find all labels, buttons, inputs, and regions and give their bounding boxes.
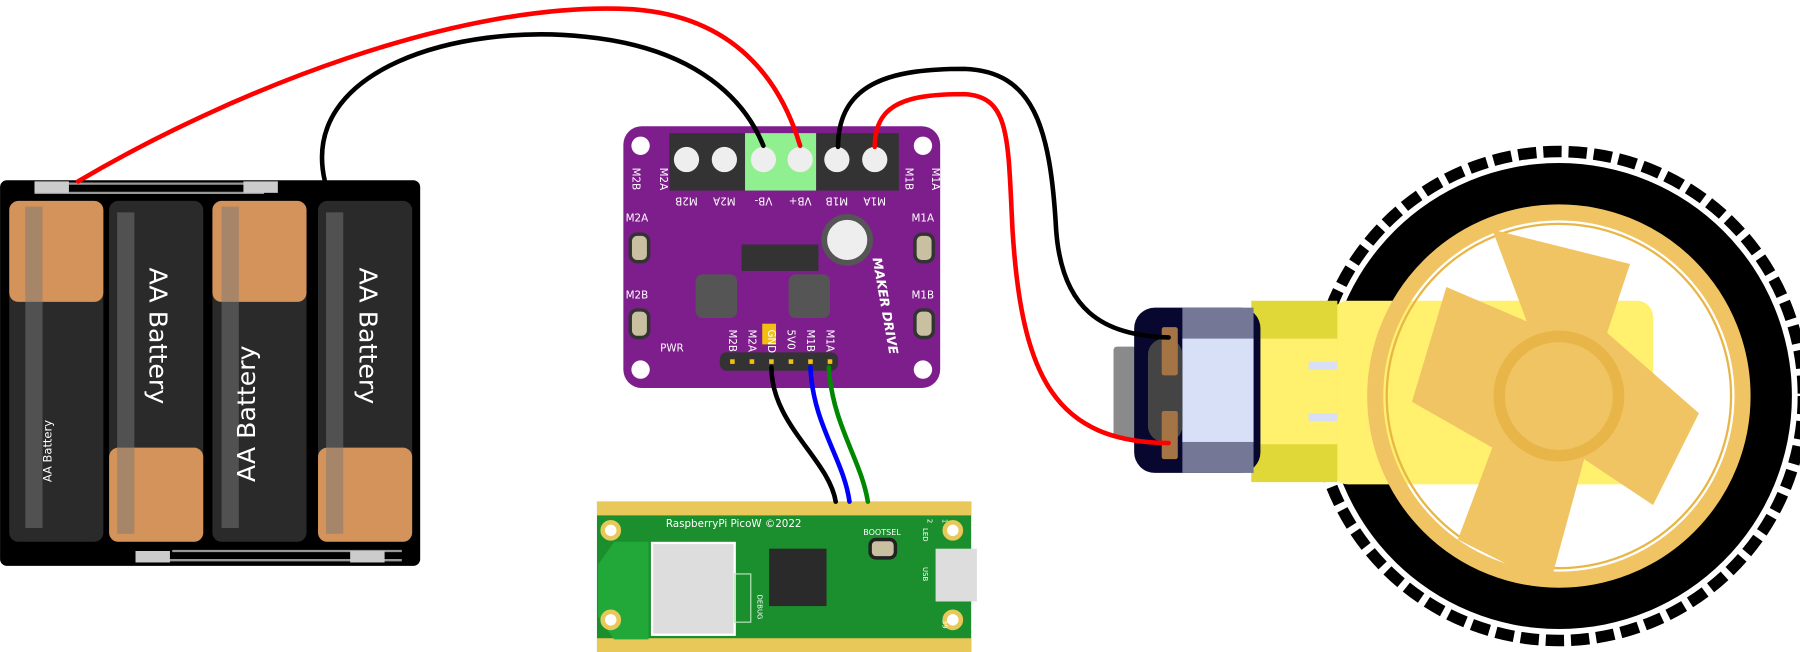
pin-2-label: 2 bbox=[926, 519, 934, 523]
battery-3: AA Battery bbox=[212, 200, 307, 542]
button-m2a[interactable] bbox=[628, 232, 651, 264]
raspberry-pi-pico-w: RaspberryPi PicoW ©2022 BOOTSEL LED USB … bbox=[596, 501, 977, 652]
side-label: M2B bbox=[630, 168, 642, 191]
header-label: M2B bbox=[726, 329, 738, 352]
button-label: M1A bbox=[911, 213, 934, 225]
wifi-module bbox=[650, 541, 736, 636]
header-label: M1A bbox=[824, 329, 836, 352]
button-m1b[interactable] bbox=[913, 308, 936, 340]
pin-39-label: 39 bbox=[940, 620, 948, 629]
dc-motor bbox=[1113, 300, 1338, 483]
driver-chip bbox=[741, 244, 819, 271]
battery-label: AA Battery bbox=[143, 267, 172, 404]
side-label: M1B bbox=[903, 168, 915, 191]
terminal-label: M2B bbox=[675, 194, 698, 206]
wire-m1b bbox=[808, 365, 852, 504]
terminal-label: VB+ bbox=[789, 194, 812, 206]
battery-1: AA Battery bbox=[9, 200, 104, 542]
capacitor bbox=[821, 214, 874, 266]
debug-label: DEBUG bbox=[756, 595, 764, 620]
battery-label: AA Battery bbox=[41, 420, 55, 482]
side-label: M1A bbox=[929, 168, 941, 191]
wheel bbox=[1308, 145, 1800, 647]
battery-4: AA Battery bbox=[318, 200, 413, 542]
rp2040-chip bbox=[769, 548, 827, 607]
side-label: M2A bbox=[657, 168, 669, 191]
header-label: GND bbox=[765, 329, 777, 353]
terminal-label: M2A bbox=[713, 194, 736, 206]
button-label: M1B bbox=[911, 289, 934, 301]
wire-motor-black bbox=[835, 66, 1171, 340]
wire-m1a bbox=[826, 365, 871, 504]
motor-driver-board: M2B M2A VB- VB+ M1B M1A M2B M2A M1B M1A … bbox=[623, 126, 941, 388]
terminal-label: VB- bbox=[754, 194, 772, 206]
bootsel-label: BOOTSEL bbox=[863, 528, 901, 537]
battery-label: AA Battery bbox=[232, 345, 261, 482]
battery-2: AA Battery bbox=[109, 200, 204, 542]
battery-label: AA Battery bbox=[353, 267, 382, 404]
button-label: M2B bbox=[626, 289, 649, 301]
usb-label: USB bbox=[921, 567, 929, 581]
motor-terminal bbox=[1161, 327, 1178, 376]
wire-battery-negative bbox=[319, 32, 766, 184]
terminal-label: M1B bbox=[826, 194, 849, 206]
battery-holder: AA Battery AA Battery AA Battery AA Batt… bbox=[0, 180, 421, 566]
motor-terminal bbox=[1161, 410, 1178, 460]
header-label: 5V0 bbox=[785, 329, 797, 349]
pico-title: RaspberryPi PicoW ©2022 bbox=[666, 518, 802, 530]
pwr-label: PWR bbox=[660, 342, 684, 354]
wire-gnd bbox=[769, 365, 839, 504]
usb-port[interactable] bbox=[935, 548, 977, 602]
header-label: M1B bbox=[804, 329, 816, 352]
wire-motor-red bbox=[872, 91, 1171, 446]
bootsel-button[interactable] bbox=[868, 537, 898, 560]
led-label: LED bbox=[921, 528, 929, 541]
pin-1-label: 1 bbox=[940, 519, 948, 523]
terminal-label: M1A bbox=[863, 194, 886, 206]
wire-battery-positive bbox=[75, 6, 803, 184]
button-label: M2A bbox=[626, 213, 649, 225]
button-m2b[interactable] bbox=[628, 308, 651, 340]
button-m1a[interactable] bbox=[913, 232, 936, 264]
header-label: M2A bbox=[745, 329, 757, 352]
